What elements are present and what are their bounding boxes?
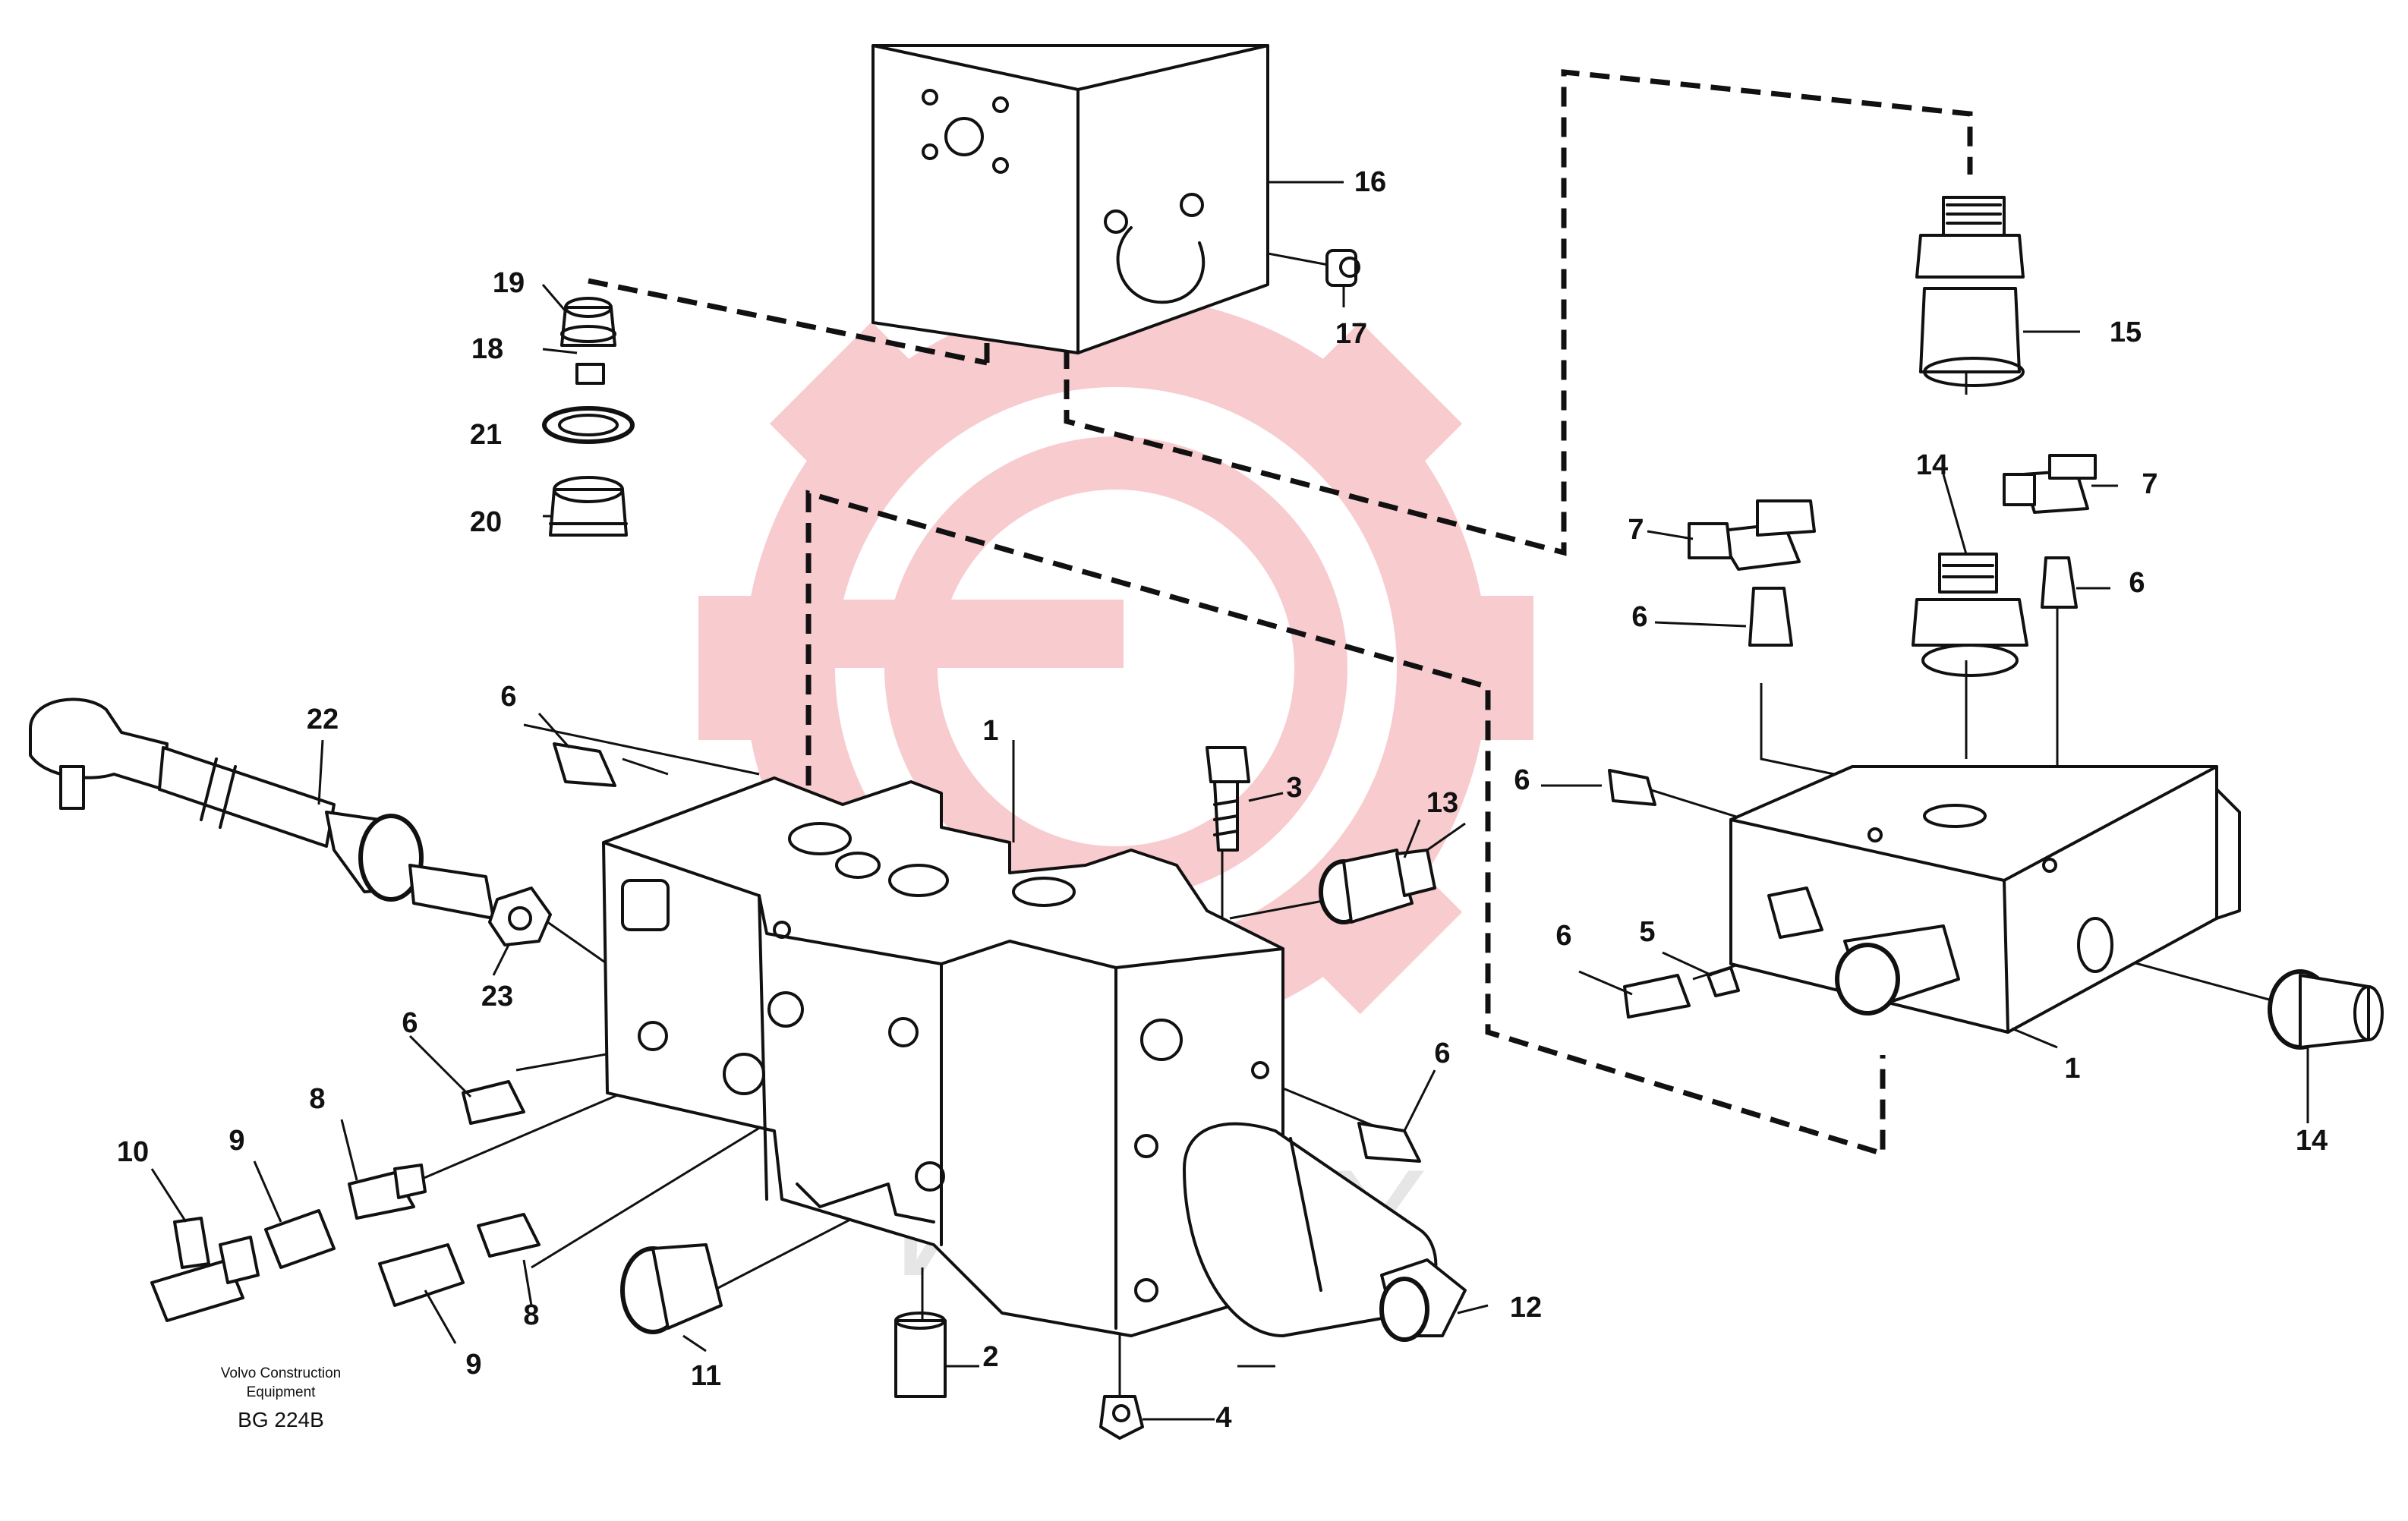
label-part-10: 10 <box>117 1136 149 1168</box>
label-part-16: 16 <box>1354 166 1386 198</box>
part-2-pin <box>894 1312 947 1398</box>
label-part-15: 15 <box>2110 316 2142 348</box>
label-part-6-g: 6 <box>2129 567 2145 599</box>
label-part-22: 22 <box>307 704 339 735</box>
part-23-nut <box>488 886 552 946</box>
part-22-rod <box>29 698 495 920</box>
label-part-19: 19 <box>493 267 525 299</box>
part-3-bolt <box>1206 746 1250 852</box>
part-13-fitting <box>1319 849 1436 924</box>
part-4-nut <box>1099 1395 1144 1440</box>
label-part-6-f: 6 <box>1631 601 1647 633</box>
label-part-13: 13 <box>1426 787 1458 819</box>
label-part-12: 12 <box>1510 1292 1542 1324</box>
label-part-2: 2 <box>982 1341 998 1373</box>
label-part-4: 4 <box>1215 1402 1231 1434</box>
part-14-top-fitting <box>1912 553 2028 677</box>
label-part-6-c: 6 <box>1434 1038 1450 1069</box>
label-part-23: 23 <box>481 981 513 1012</box>
part-17-plug <box>1325 249 1360 287</box>
label-part-6-a: 6 <box>500 681 516 713</box>
label-part-7-a: 7 <box>1628 514 1644 546</box>
label-part-14-bottom: 14 <box>2296 1125 2328 1157</box>
label-part-6-d: 6 <box>1514 764 1530 796</box>
part-12-cylinder <box>1183 1122 1467 1342</box>
part-6-fittings <box>462 556 2078 1163</box>
label-part-21: 21 <box>470 419 502 451</box>
part-16-block <box>871 44 1269 354</box>
label-part-20: 20 <box>470 506 502 538</box>
parts-18-21-stack <box>542 297 635 537</box>
part-number-labels: 1 1 2 3 4 5 6 6 6 6 6 6 6 7 7 8 8 9 9 10… <box>117 166 2328 1434</box>
footer-line-2: Equipment <box>247 1384 317 1400</box>
part-10-tee <box>150 1217 260 1322</box>
label-part-7-b: 7 <box>2142 468 2157 500</box>
label-part-17: 17 <box>1335 318 1367 350</box>
label-part-6-b: 6 <box>402 1007 418 1039</box>
part-1-main-valve-body <box>602 776 1284 1337</box>
part-5-plug <box>1707 966 1740 997</box>
footer-line-1: Volvo Construction <box>221 1365 341 1381</box>
part-1-right-block <box>1729 765 2241 1034</box>
label-part-14-top: 14 <box>1916 449 1948 481</box>
footer-credit: Volvo Construction Equipment BG 224B <box>221 1365 341 1431</box>
label-part-8-a: 8 <box>309 1083 325 1115</box>
footer-code: BG 224B <box>238 1408 324 1431</box>
part-11-fitting <box>620 1243 723 1334</box>
part-7-tee-right <box>2003 454 2097 514</box>
label-part-11: 11 <box>691 1360 721 1392</box>
part-8-fitting-lower <box>477 1213 541 1258</box>
label-part-6-e: 6 <box>1555 920 1571 952</box>
label-part-1-main: 1 <box>982 715 998 747</box>
part-14-bottom-fitting <box>2268 969 2384 1050</box>
label-part-18: 18 <box>471 333 503 365</box>
label-part-9-a: 9 <box>229 1125 244 1157</box>
part-7-tee-left <box>1688 499 1816 571</box>
label-part-8-b: 8 <box>523 1299 539 1331</box>
part-8-fitting-upper <box>348 1164 427 1220</box>
label-part-1-right: 1 <box>2064 1053 2080 1085</box>
bolt-head-right <box>1835 924 1960 1016</box>
label-part-9-b: 9 <box>465 1349 481 1381</box>
part-15-fitting <box>1915 196 2025 387</box>
label-part-3: 3 <box>1286 772 1302 804</box>
part-9-nut-lower <box>378 1243 465 1307</box>
leader-lines <box>150 181 2309 1421</box>
part-9-nut-upper <box>264 1209 336 1269</box>
label-part-5: 5 <box>1639 916 1655 948</box>
